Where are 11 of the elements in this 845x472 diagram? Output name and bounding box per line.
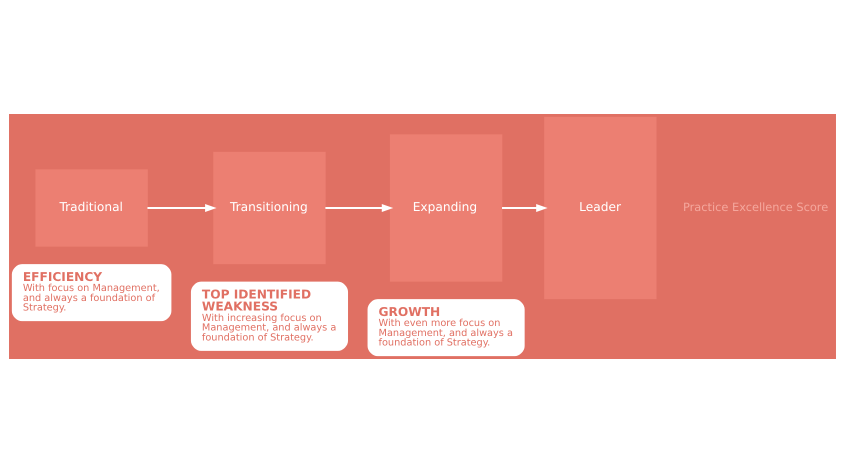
node-box: Expanding: [390, 134, 502, 282]
label: Practice Excellence Score: [682, 200, 828, 214]
node-box: Leader: [544, 116, 657, 299]
node-box: Transitioning: [213, 151, 326, 264]
node-box: Traditional: [35, 168, 148, 246]
node-box: GROWTH With even more focus on Management, and always a foundation of Strategy.: [368, 298, 525, 356]
node-box: EFFICIENCY With focus on Management, and always a foundation of Strategy.: [12, 264, 172, 321]
arrow: [147, 204, 217, 212]
node-box: TOP IDENTIFIED WEAKNESS With increasing focus on Management, and always a foundation of Strategy.: [190, 281, 348, 350]
arrow: [325, 204, 394, 212]
arrow: [502, 204, 548, 212]
